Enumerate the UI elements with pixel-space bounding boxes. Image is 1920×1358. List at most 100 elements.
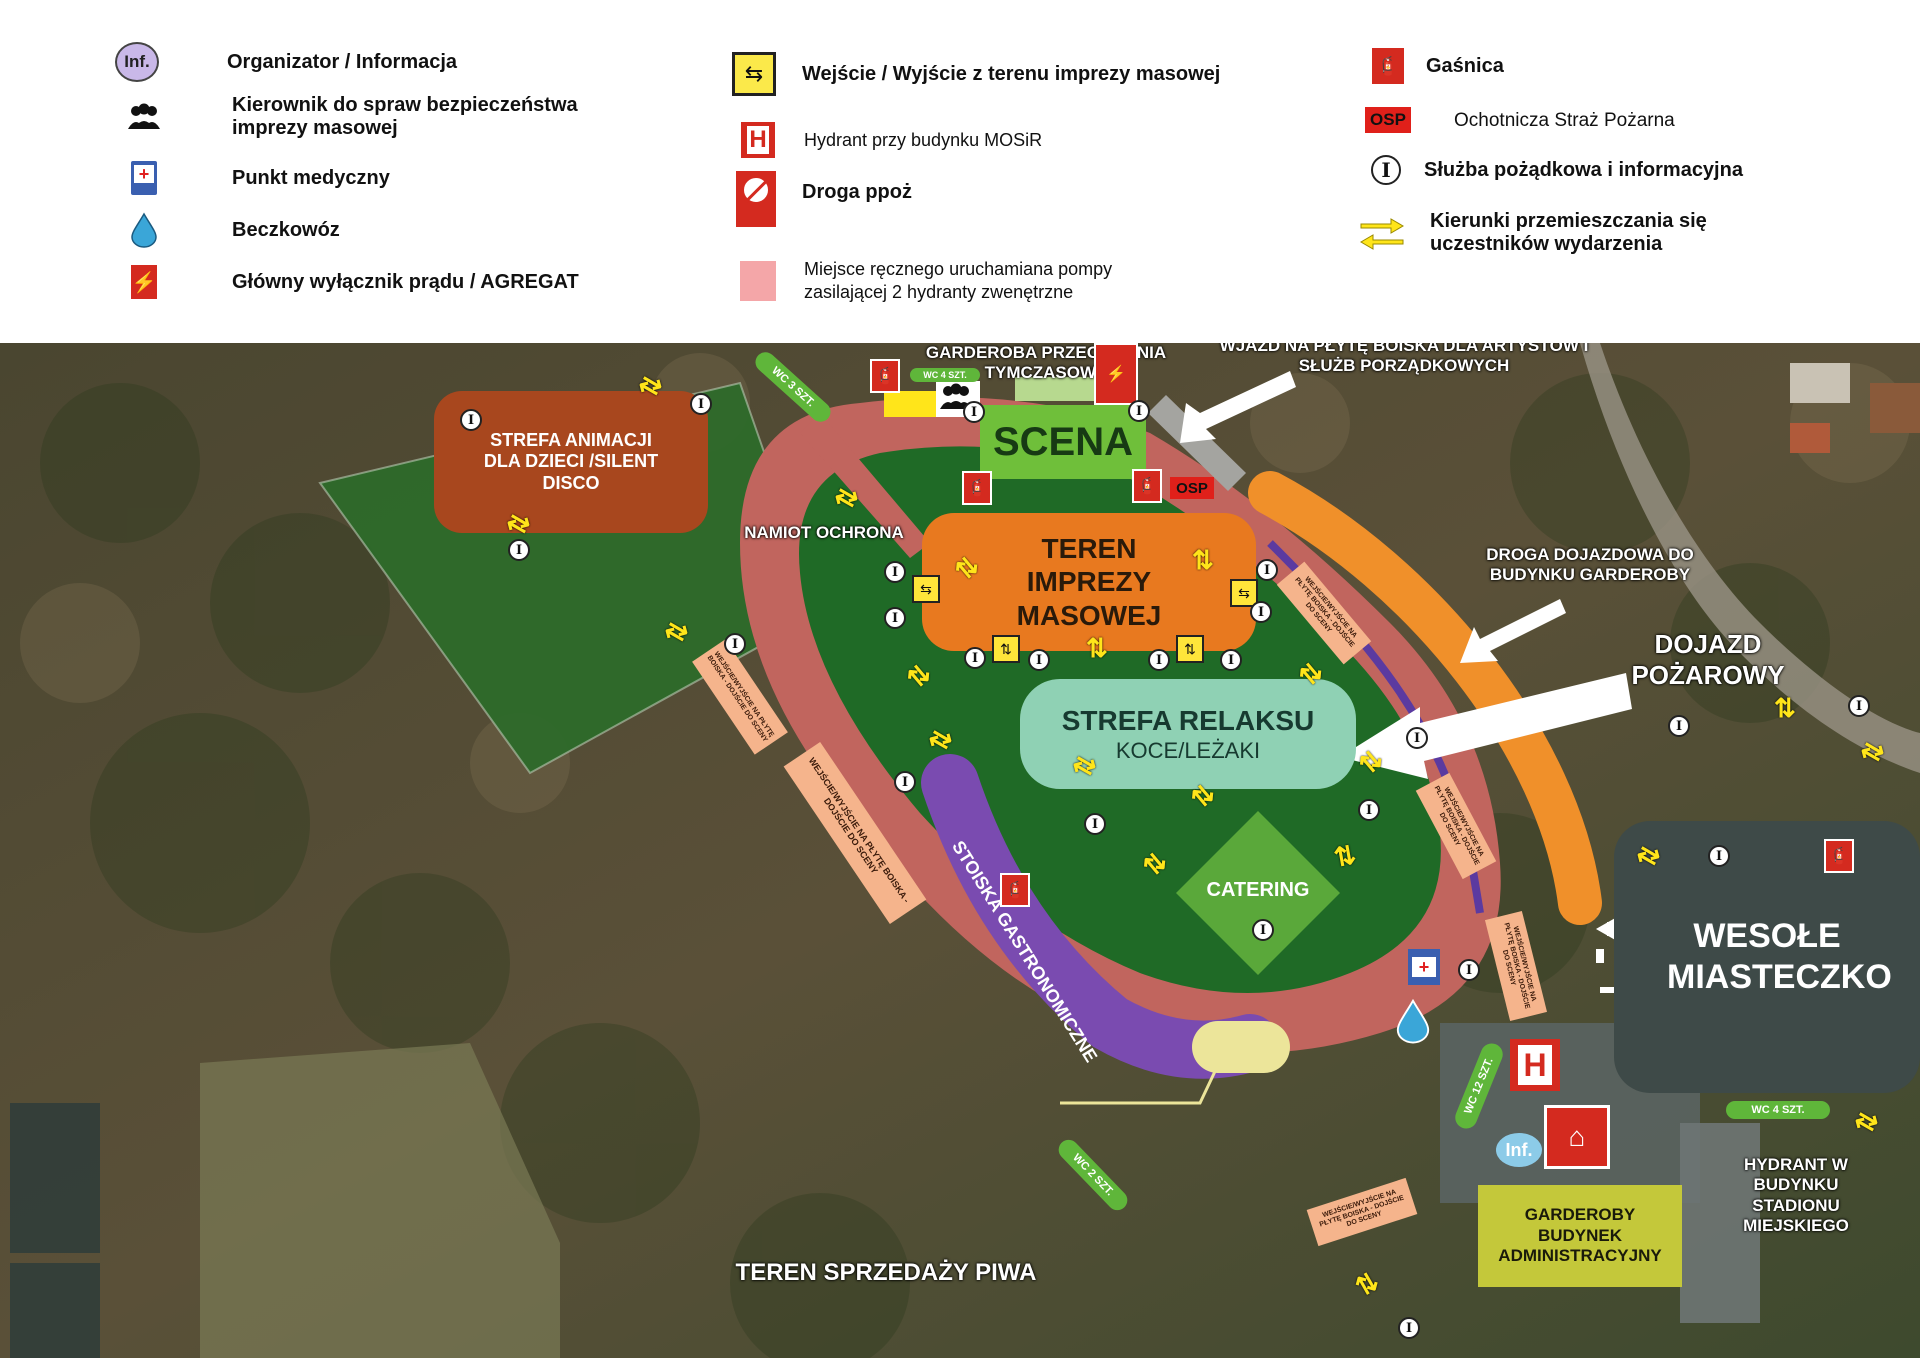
legend-label: Kierownik do spraw bezpieczeństwa imprez… (232, 94, 578, 139)
zone-kids-animation-label: STREFA ANIMACJI DLA DZIECI /SILENT DISCO (483, 429, 659, 493)
steward-text: I (1263, 562, 1271, 578)
steward-icon: I (1250, 601, 1272, 623)
legend-item-fire-road: Droga ppoż (734, 170, 912, 228)
entrance-exit-icon: ⇆ (732, 52, 776, 96)
steward-text: I (891, 610, 899, 626)
legend-item-medical: + Punkt medyczny (122, 158, 390, 198)
extinguisher-icon: 🧯 (1824, 839, 1854, 873)
legend-label: Ochotnicza Straż Pożarna (1454, 109, 1675, 131)
legend-item-water: Beczkowóz (122, 210, 340, 250)
zone-amusement-park-label: WESOŁE MIASTECZKO (1667, 917, 1892, 996)
legend-label: Organizator / Informacja (227, 50, 458, 73)
legend-item-directions: Kierunki przemieszczania się uczestników… (1356, 210, 1730, 256)
stadium-hydrant-text: HYDRANT W BUDYNKU STADIONU MIEJSKIEGO (1743, 1155, 1849, 1236)
steward-text: I (1413, 730, 1421, 746)
security-manager-icon (122, 97, 166, 137)
legend-item-hydrant: H Hydrant przy budynku MOSiR (736, 120, 1042, 160)
steward-text: I (1365, 802, 1373, 818)
steward-icon: I (894, 771, 916, 793)
steward-text: I (1091, 816, 1099, 832)
hydrant-icon: H (1510, 1039, 1560, 1091)
zone-relax: STREFA RELAKSU KOCE/LEŻAKI (1020, 679, 1356, 789)
steward-icon: I (724, 633, 746, 655)
extinguisher-icon: 🧯 (870, 359, 900, 393)
entrance-exit-icon: ⇅ (1176, 635, 1204, 663)
steward-icon: I (1406, 727, 1428, 749)
label-security-tent: NAMIOT OCHRONA (734, 523, 914, 543)
legend-label: Główny wyłącznik prądu / AGREGAT (232, 270, 579, 293)
medical-point-icon: + (122, 158, 166, 198)
steward-text: I (891, 564, 899, 580)
legend-item-power: ⚡ Główny wyłącznik prądu / AGREGAT (122, 262, 579, 302)
legend-label: Beczkowóz (232, 218, 340, 241)
entrance-exit-icon: ⇆ (912, 575, 940, 603)
steward-icon: I (1848, 695, 1870, 717)
steward-text: I (731, 636, 739, 652)
entrance-exit-icon: ⇅ (992, 635, 1020, 663)
direction-arrows-icon: ⇅ (1192, 545, 1214, 575)
label-beer-area: TEREN SPRZEDAŻY PIWA (716, 1259, 1056, 1288)
zone-relax-subtitle: KOCE/LEŻAKI (1115, 737, 1261, 763)
zone-relax-title: STREFA RELAKSU (1061, 705, 1315, 736)
wc-4-top-text: WC 4 SZT. (923, 370, 967, 380)
legend-label: Kierunki przemieszczania się uczestników… (1430, 210, 1707, 255)
direction-arrows-icon: ⇅ (1774, 693, 1796, 723)
steward-text: I (467, 412, 475, 428)
legend-item-pump: Miejsce ręcznego uruchamiana pompy zasil… (736, 258, 1194, 304)
steward-text: I (1855, 698, 1863, 714)
steward-icon: I (1708, 845, 1730, 867)
zone-amusement-park: WESOŁE MIASTECZKO (1614, 821, 1920, 1093)
direction-arrows-icon (1356, 213, 1408, 253)
steward-icon: I (1148, 649, 1170, 671)
zone-stage: SCENA (980, 405, 1146, 479)
zone-stage-label: SCENA (992, 420, 1134, 464)
fire-access-text: DOJAZD POŻAROWY (1631, 629, 1785, 691)
zone-catering-label: CATERING (1188, 875, 1328, 905)
steward-text: I (1465, 962, 1473, 978)
power-switch-icon: ⚡ (1094, 343, 1138, 405)
beer-area-text: TEREN SPRZEDAŻY PIWA (735, 1259, 1037, 1286)
direction-arrows-icon: ⇅ (1331, 839, 1359, 873)
label-access-road: DROGA DOJAZDOWA DO BUDYNKU GARDEROBY (1470, 545, 1710, 586)
access-road-text: DROGA DOJAZDOWA DO BUDYNKU GARDEROBY (1486, 545, 1694, 585)
legend-item-steward: I Służba pożądkowa i informacyjna (1364, 150, 1743, 190)
wc-4-badge-top: WC 4 SZT. (910, 368, 980, 382)
steward-badge: I (1371, 155, 1401, 185)
osp-text: OSP (1176, 479, 1208, 497)
power-switch-icon: ⚡ (122, 262, 166, 302)
catering-label: CATERING (1206, 879, 1310, 901)
steward-text: I (1035, 652, 1043, 668)
steward-text: I (697, 396, 705, 412)
steward-icon: I (884, 561, 906, 583)
steward-icon: I (508, 539, 530, 561)
wc-4-right-text: WC 4 SZT. (1751, 1104, 1805, 1116)
label-stadium-hydrant: HYDRANT W BUDYNKU STADIONU MIEJSKIEGO (1716, 1155, 1876, 1237)
entrance-exit-icon: ⇆ (1230, 579, 1258, 607)
zone-admin-building-label: GARDEROBY BUDYNEK ADMINISTRACYJNY (1498, 1205, 1662, 1266)
legend-label: Gaśnica (1426, 54, 1504, 77)
osp-badge: OSP (1365, 107, 1411, 133)
artist-entry-text: WJAZD NA PŁYTĘ BOISKA DLA ARTYSTÓW I SŁU… (1219, 343, 1589, 376)
security-tent-text: NAMIOT OCHRONA (744, 523, 904, 542)
extinguisher-icon: 🧯 (1132, 469, 1162, 503)
steward-icon: I (1458, 959, 1480, 981)
extinguisher-icon: 🧯 (1000, 873, 1030, 907)
zone-mass-event-label: TEREN IMPREZY MASOWEJ (1016, 532, 1162, 631)
steward-icon: I (884, 607, 906, 629)
steward-text: I (1675, 718, 1683, 734)
inf-text: Inf. (1505, 1139, 1533, 1160)
label-fire-access: DOJAZD POŻAROWY (1618, 629, 1798, 691)
pump-square-icon (736, 259, 780, 303)
hydrant-building-icon: ⌂ (1544, 1105, 1610, 1169)
steward-text: I (971, 650, 979, 666)
legend-label: Służba pożądkowa i informacyjna (1424, 158, 1743, 181)
legend-item-security-manager: Kierownik do spraw bezpieczeństwa imprez… (122, 94, 602, 140)
extinguisher-icon: 🧯 (1366, 46, 1410, 86)
info-badge-icon: Inf. (115, 42, 159, 82)
hydrant-h: H (1523, 1046, 1547, 1083)
steward-icon: I (1220, 649, 1242, 671)
legend-label: Droga ppoż (802, 180, 912, 203)
steward-text: I (970, 404, 978, 420)
steward-text: I (901, 774, 909, 790)
steward-icon: I (1358, 799, 1380, 821)
